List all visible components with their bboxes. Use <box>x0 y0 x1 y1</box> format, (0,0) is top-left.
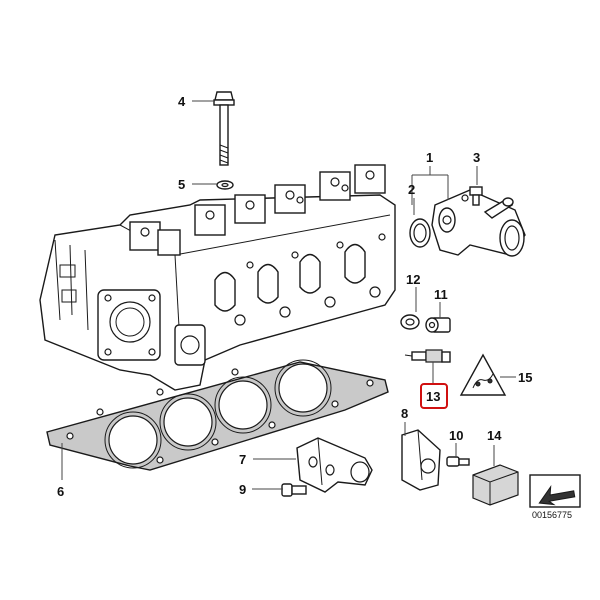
bolt-washer <box>216 180 234 190</box>
coolant-flange <box>431 189 526 257</box>
part-label-2[interactable]: 2 <box>408 182 415 197</box>
sealant-compound <box>472 464 519 506</box>
head-gasket <box>46 359 389 471</box>
part-label-1[interactable]: 1 <box>426 150 433 165</box>
part-label-7[interactable]: 7 <box>239 452 246 467</box>
highlight-box <box>420 383 448 409</box>
part-label-4[interactable]: 4 <box>178 94 186 109</box>
part-numbers: 4 5 1 3 2 12 11 15 13 6 7 9 8 10 14 <box>57 94 532 499</box>
diagram-reference-code: 00156775 <box>532 510 572 520</box>
part-label-3[interactable]: 3 <box>473 150 480 165</box>
bracket-bolt <box>281 483 307 497</box>
cam-towers <box>129 164 386 256</box>
warning-label <box>459 353 507 396</box>
temperature-sensor <box>404 349 451 363</box>
part-label-10[interactable]: 10 <box>449 428 463 443</box>
flange-bolt <box>469 186 483 206</box>
seal-ring <box>409 218 431 248</box>
leader-lines <box>61 100 516 490</box>
cylinder-head <box>39 164 396 391</box>
part-label-6[interactable]: 6 <box>57 484 64 499</box>
part-label-11[interactable]: 11 <box>434 287 448 302</box>
part-label-15[interactable]: 15 <box>518 370 532 385</box>
part-label-13[interactable]: 13 <box>426 389 440 404</box>
part-label-8[interactable]: 8 <box>401 406 408 421</box>
sensor-bracket <box>401 429 441 491</box>
screw-plug <box>425 317 451 333</box>
port-openings <box>214 233 386 326</box>
front-flange <box>97 289 206 366</box>
part-label-14[interactable]: 14 <box>487 428 502 443</box>
mount-bolt <box>446 456 470 467</box>
part-label-9[interactable]: 9 <box>239 482 246 497</box>
sealing-washer <box>400 314 420 330</box>
head-bolt <box>213 91 235 166</box>
engine-bracket <box>296 437 373 493</box>
part-label-5[interactable]: 5 <box>178 177 185 192</box>
part-label-12[interactable]: 12 <box>406 272 420 287</box>
orientation-arrow-icon <box>529 474 581 508</box>
